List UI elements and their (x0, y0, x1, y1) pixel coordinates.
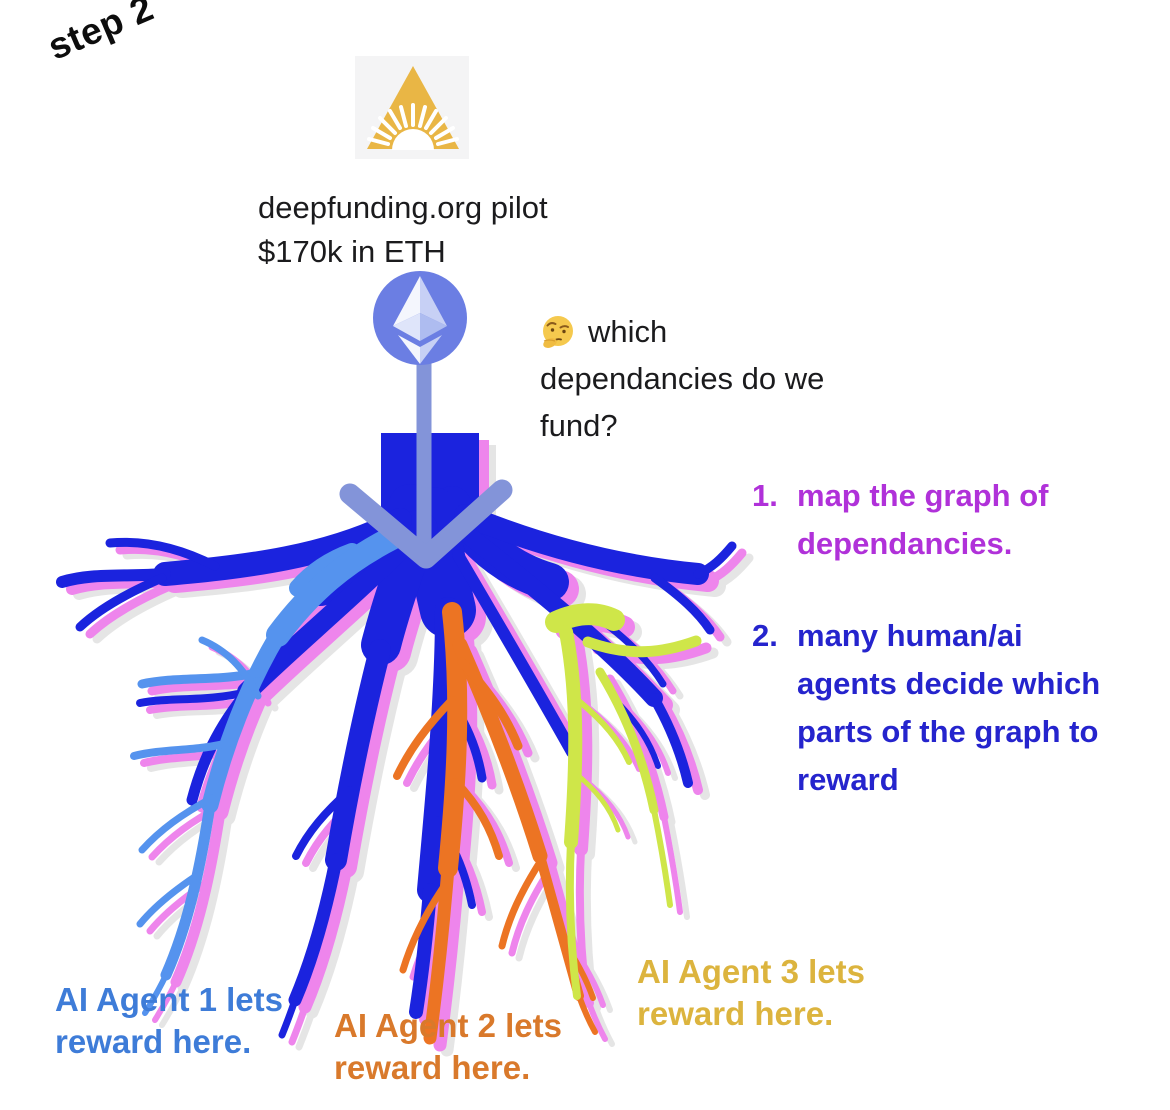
step-1-number: 1. (752, 478, 778, 513)
step-2-line1: many human/ai (797, 618, 1023, 653)
step-item-1: 1. map the graph of dependancies. (752, 472, 1142, 568)
agent-1-label: AI Agent 1 lets reward here. (55, 979, 283, 1063)
question-line1: which (588, 314, 668, 349)
ethereum-coin-icon (373, 271, 467, 365)
agent-2-label: AI Agent 2 lets reward here. (334, 1005, 562, 1089)
step-2-line3: parts of the graph to (797, 714, 1099, 749)
step-item-2: 2. many human/ai agents decide which par… (752, 612, 1142, 804)
thinking-face-emoji-icon (543, 315, 573, 348)
down-arrow-icon (339, 352, 513, 569)
question-line3: fund? (540, 408, 618, 443)
step-1-line1: map the graph of (797, 478, 1049, 513)
agent-3-line2: reward here. (637, 995, 834, 1032)
funding-line2: $170k in ETH (258, 234, 446, 269)
agent-1-line2: reward here. (55, 1023, 252, 1060)
agent-2-line2: reward here. (334, 1049, 531, 1086)
agent-2-line1: AI Agent 2 lets (334, 1007, 562, 1044)
steps-list: 1. map the graph of dependancies. 2. man… (752, 472, 1142, 804)
step-1-line2: dependancies. (797, 526, 1013, 561)
question-block: which dependancies do we fund? (540, 308, 910, 449)
question-line2: dependancies do we (540, 361, 825, 396)
step-2-line4: reward (797, 762, 899, 797)
deepfunding-logo (355, 56, 469, 159)
funding-title: deepfunding.org pilot $170k in ETH (258, 186, 548, 274)
step-2-number: 2. (752, 618, 778, 653)
agent-1-line1: AI Agent 1 lets (55, 981, 283, 1018)
agent-3-line1: AI Agent 3 lets (637, 953, 865, 990)
step-2-line2: agents decide which (797, 666, 1101, 701)
agent-3-label: AI Agent 3 lets reward here. (637, 951, 865, 1035)
sunrise-triangle-icon (355, 56, 469, 159)
funding-line1: deepfunding.org pilot (258, 190, 548, 225)
